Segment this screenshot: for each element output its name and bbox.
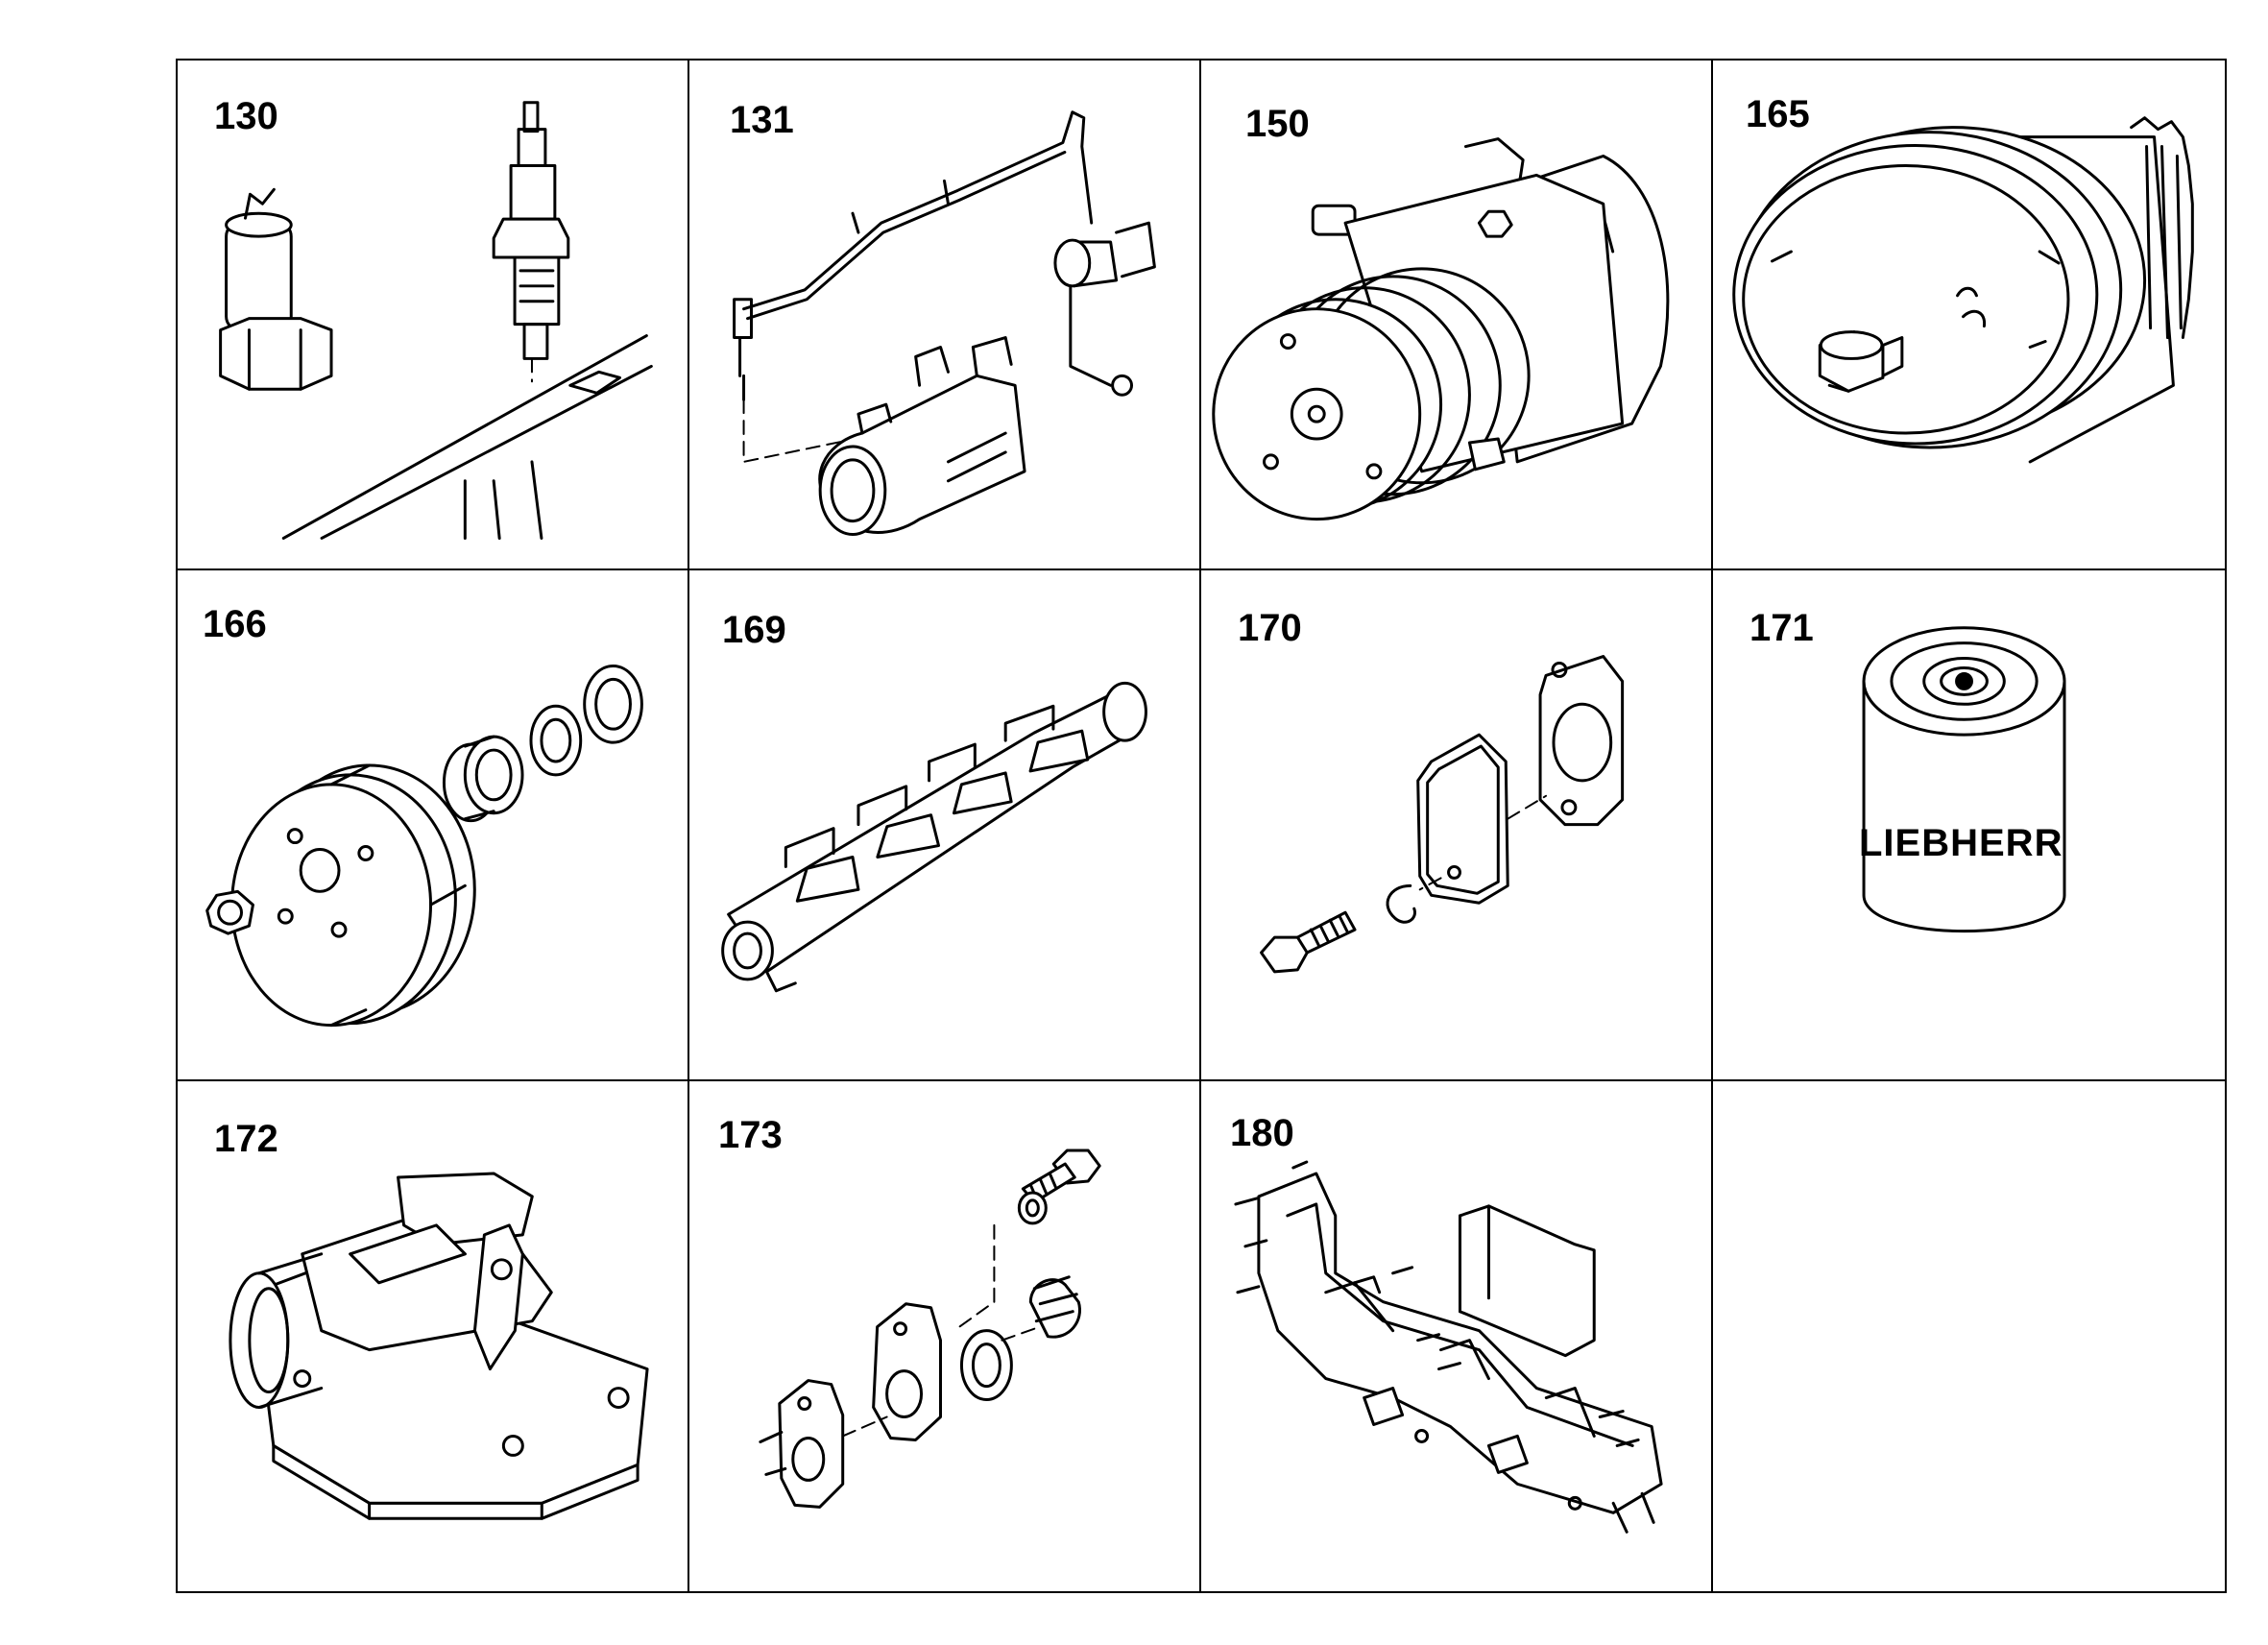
oil-filter-cartridge-icon [1862,626,2066,933]
pulley-and-seal-rings-icon [205,665,643,1028]
parts-grid: 130 131 [176,59,2227,1593]
empty-cell [1713,1081,2225,1591]
part-cell-171[interactable]: 171 LIEBHERR [1713,570,2225,1081]
temperature-sensor-and-glow-plug-icon [219,101,653,540]
air-conditioning-compressor-icon [1212,137,1670,521]
glow-plug-wiring-and-valve-icon [733,110,1156,537]
part-number: 172 [214,1117,278,1160]
part-cell-131[interactable]: 131 [689,60,1201,571]
vibration-damper-icon [1732,116,2194,464]
exhaust-manifold-icon [1234,1160,1663,1534]
part-number: 150 [1245,103,1310,145]
flange-gasket-and-plug-icon [759,1149,1101,1509]
part-number: 131 [730,99,794,141]
part-cell-165[interactable]: 165 [1713,60,2225,571]
intake-manifold-icon [721,682,1147,993]
brand-label: LIEBHERR [1859,822,2063,865]
part-cell-130[interactable]: 130 [178,60,689,571]
part-cell-166[interactable]: 166 [178,570,689,1081]
part-cell-169[interactable]: 169 [689,570,1201,1081]
part-number: 165 [1746,93,1810,135]
part-cell-173[interactable]: 173 [689,1080,1201,1591]
part-number: 169 [722,609,786,652]
part-number: 171 [1749,607,1814,650]
part-number: 166 [203,603,267,646]
part-cell-180[interactable]: 180 [1201,1080,1713,1591]
part-number: 170 [1238,607,1302,650]
part-number: 180 [1230,1111,1294,1154]
part-cell-170[interactable]: 170 [1201,570,1713,1081]
part-number: 130 [214,95,278,137]
thermostat-housing-icon [229,1172,649,1520]
part-number: 173 [718,1113,783,1156]
cover-plate-gasket-and-bolt-icon [1260,655,1625,974]
part-cell-172[interactable]: 172 [178,1080,689,1591]
part-cell-150[interactable]: 150 [1201,60,1713,571]
